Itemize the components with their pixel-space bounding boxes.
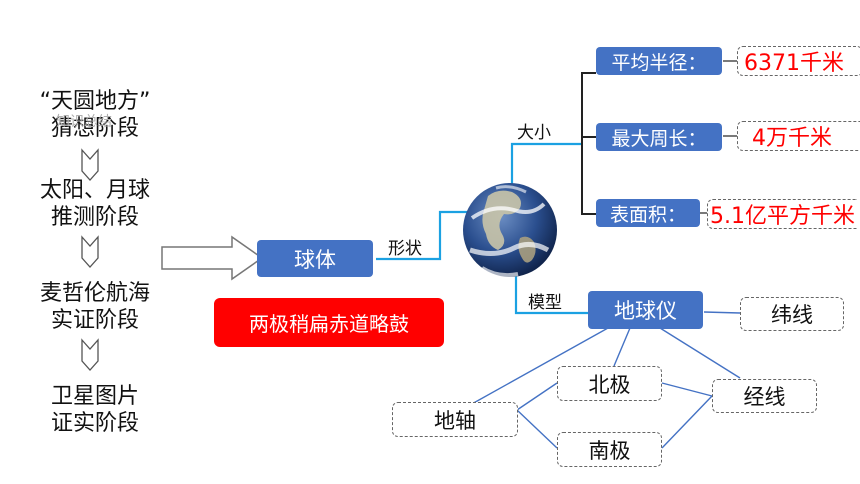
- model-edge-label: 模型: [528, 288, 562, 313]
- radius-label: 平均半径：: [596, 47, 722, 75]
- stage-4: 卫星图片 证实阶段: [20, 383, 170, 437]
- watermark-text: 知识总结: [56, 111, 112, 131]
- surface-area-value: 5.1亿平方千米: [707, 199, 857, 229]
- size-edge-label: 大小: [517, 118, 551, 143]
- radius-value: 6371千米: [737, 46, 860, 76]
- north-pole-node: 北极: [557, 366, 662, 401]
- stage-2-line1: 太阳、月球: [20, 177, 170, 204]
- earth-globe-icon: [463, 183, 557, 277]
- stage-3: 麦哲伦航海 实证阶段: [20, 280, 170, 334]
- stage-3-line1: 麦哲伦航海: [20, 280, 170, 307]
- circumference-value: 4万千米: [737, 121, 860, 151]
- stage-4-line2: 证实阶段: [20, 410, 170, 437]
- longitude-node: 经线: [712, 379, 817, 413]
- surface-area-label: 表面积：: [596, 199, 700, 227]
- size-brace: [582, 73, 596, 214]
- shape-description-banner: 两极稍扁赤道略鼓: [214, 298, 444, 347]
- stage-4-line1: 卫星图片: [20, 383, 170, 410]
- earth-axis-node: 地轴: [392, 402, 518, 437]
- sphere-node: 球体: [257, 240, 373, 277]
- globe-model-node: 地球仪: [588, 291, 703, 329]
- circumference-label: 最大周长：: [596, 123, 722, 151]
- latitude-node: 纬线: [740, 297, 844, 331]
- stage-2-line2: 推测阶段: [20, 204, 170, 231]
- size-connector: [512, 144, 582, 184]
- stage-3-line2: 实证阶段: [20, 307, 170, 334]
- south-pole-node: 南极: [557, 432, 662, 467]
- stage-2: 太阳、月球 推测阶段: [20, 177, 170, 231]
- hollow-arrow: [162, 237, 262, 279]
- shape-edge-label: 形状: [388, 234, 422, 259]
